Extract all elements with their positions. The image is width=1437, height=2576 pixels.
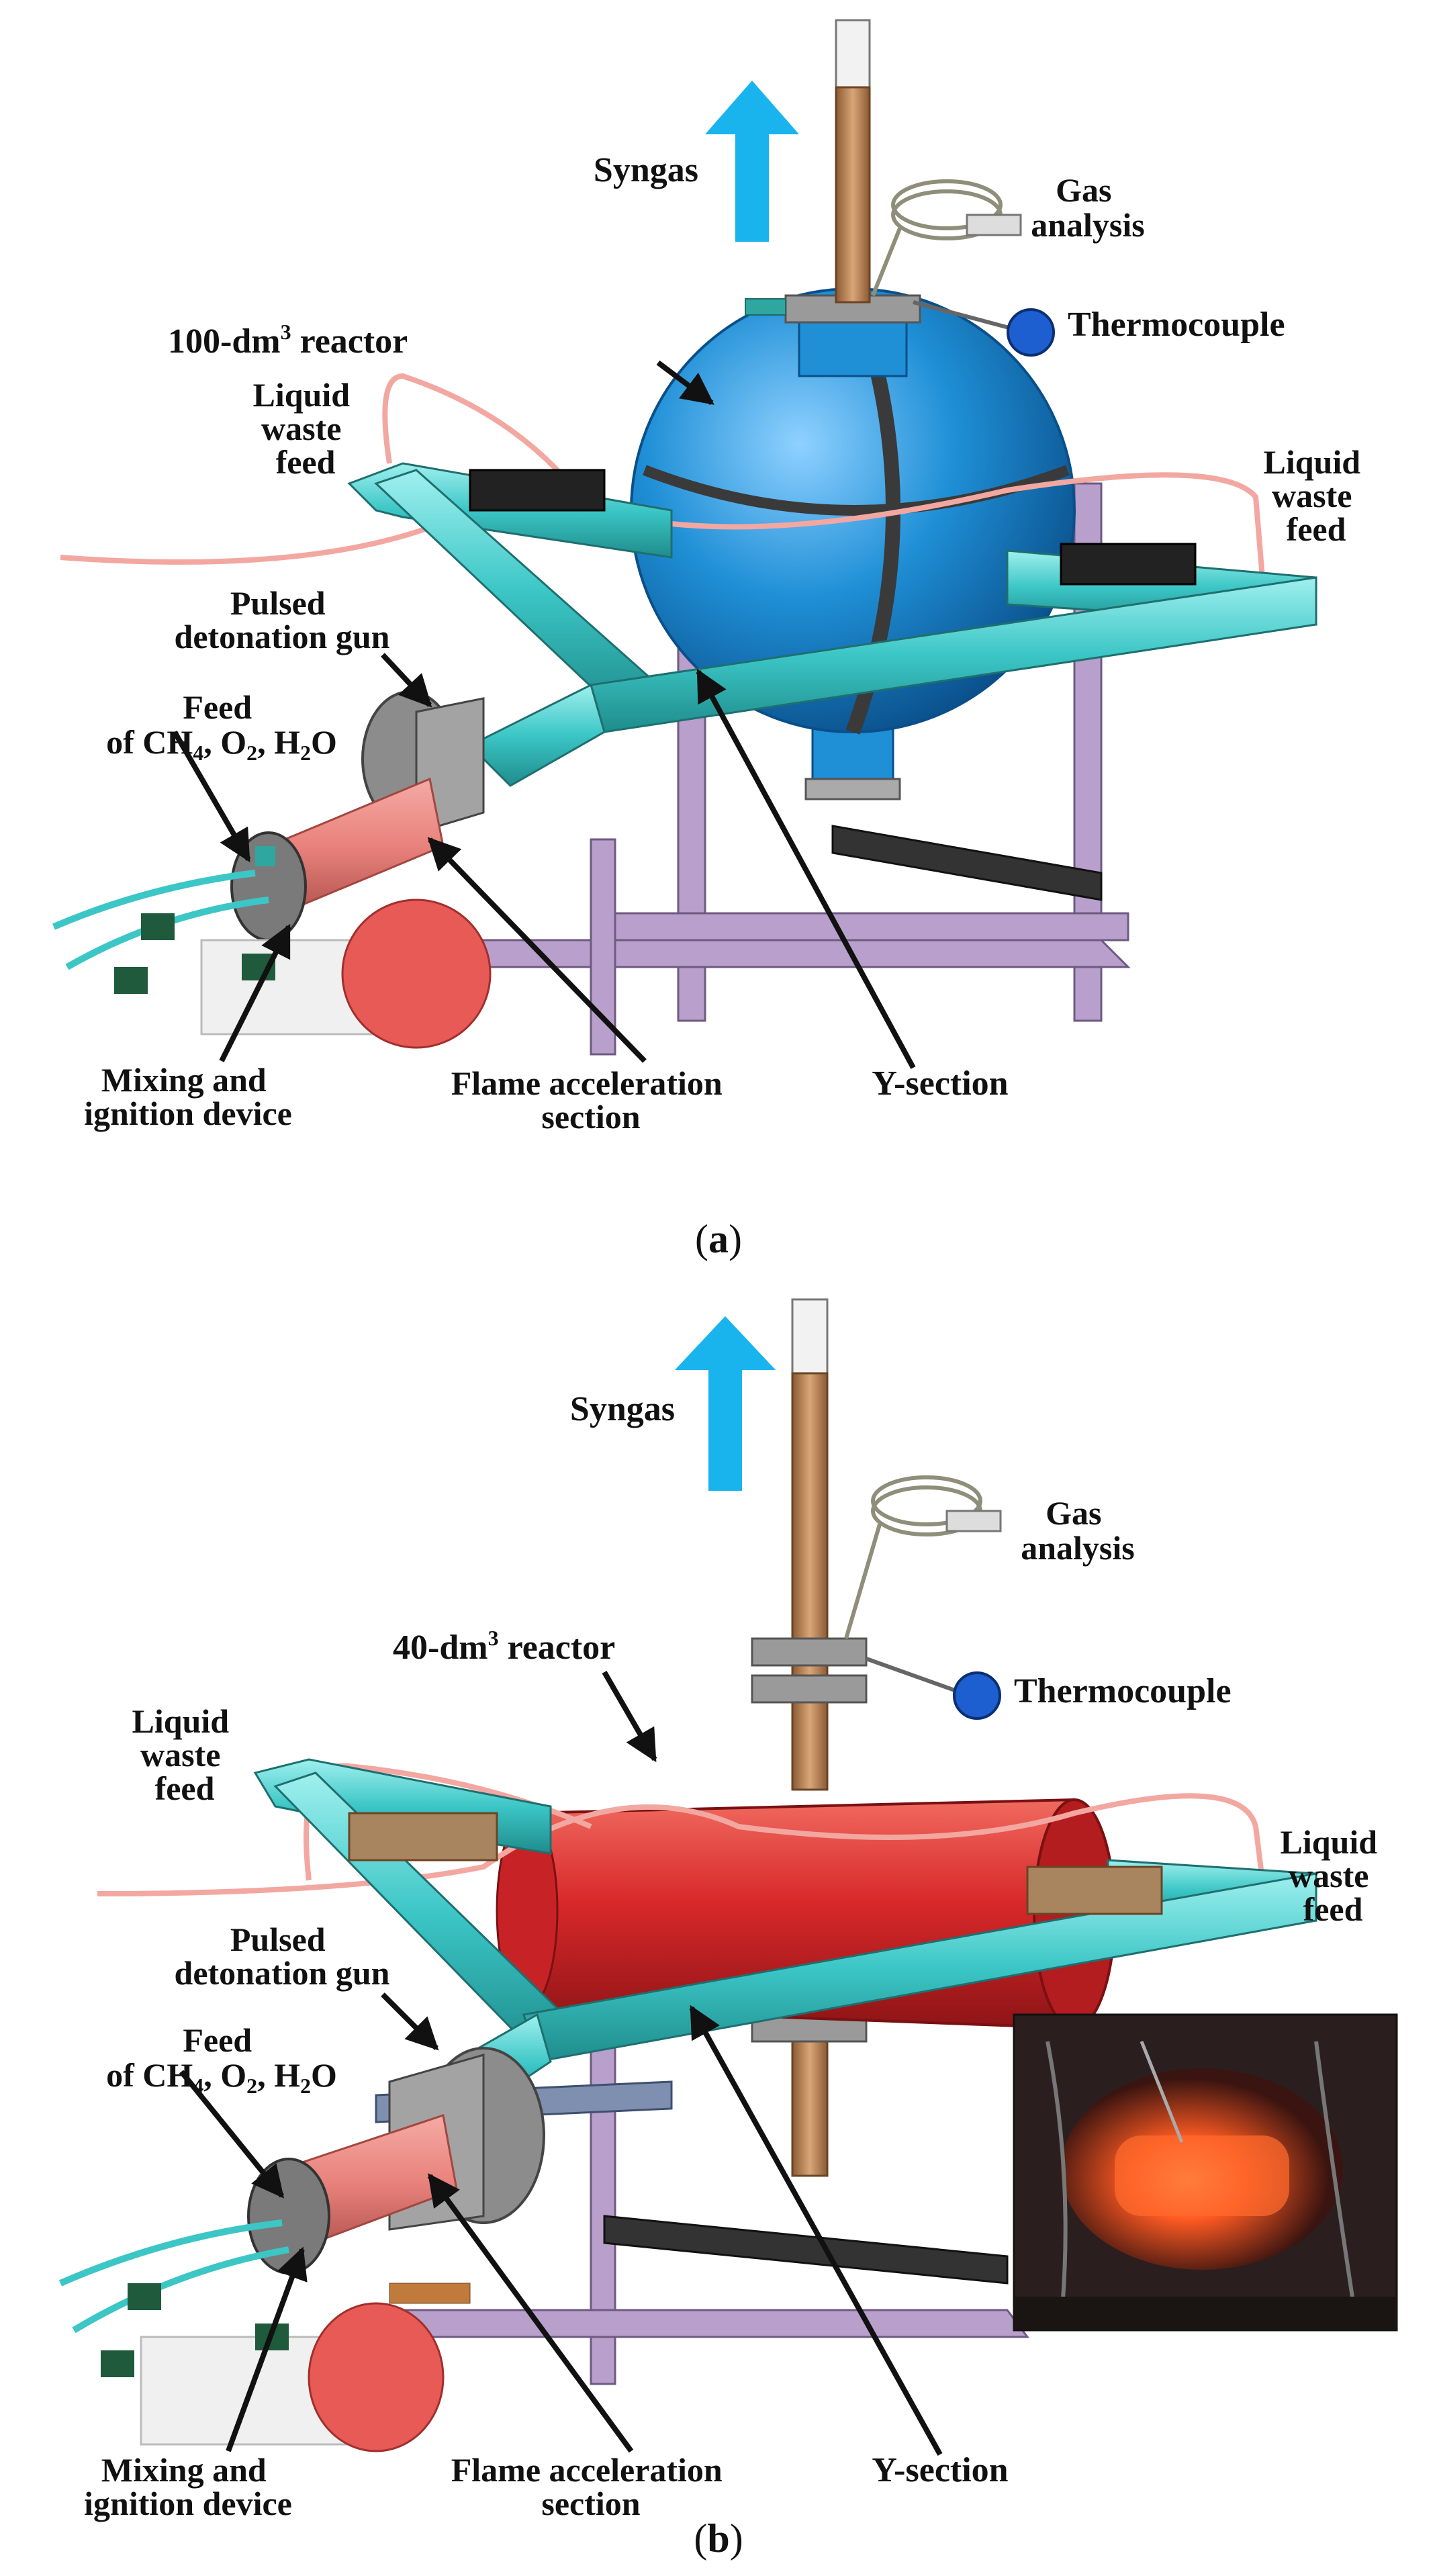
- panel-a: Syngas Gas analysis 100-dm3 reactor Ther…: [52, 19, 1369, 1261]
- label-mixing-ignition: Mixing and ignition device: [84, 2451, 292, 2522]
- label-flame-acceleration: Flame acceleration section: [451, 1064, 731, 1136]
- label-reactor: 40-dm3 reactor: [393, 1626, 615, 1667]
- gas-analysis-probe-b: [844, 1475, 1002, 1639]
- detonation-gun-a: [52, 690, 492, 1049]
- gas-analysis-probe-a: [871, 179, 1022, 297]
- label-thermocouple: Thermocouple: [1068, 306, 1285, 344]
- inset-photo: [1013, 2013, 1398, 2332]
- label-syngas: Syngas: [594, 151, 698, 189]
- syngas-arrow-a: [705, 81, 799, 242]
- thermocouple-a: [913, 300, 1055, 357]
- syngas-tube-a: [835, 19, 871, 304]
- label-pulsed-detonation-gun: Pulsed detonation gun: [175, 584, 390, 655]
- label-feed: Feed of CH4, O2, H2O: [106, 2021, 337, 2098]
- label-feed: Feed of CH4, O2, H2O: [106, 688, 337, 765]
- panel-b: Syngas Gas analysis 40-dm3 reactor Therm…: [58, 1298, 1398, 2561]
- syngas-arrow-b: [675, 1316, 776, 1491]
- label-syngas: Syngas: [570, 1390, 675, 1428]
- label-y-section: Y-section: [872, 1064, 1008, 1103]
- label-flame-acceleration: Flame acceleration section: [451, 2451, 731, 2522]
- labels-b: Syngas Gas analysis 40-dm3 reactor Therm…: [84, 1390, 1385, 2522]
- label-liquid-waste-feed-left: Liquid waste feed: [252, 376, 358, 481]
- liquid-feed-line-b: [97, 1793, 1265, 1896]
- liquid-feed-line-a: [60, 472, 1265, 578]
- teal-pipes-a: [347, 462, 1317, 787]
- label-liquid-waste-feed-right: Liquid waste feed: [1280, 1823, 1385, 1928]
- sphere-reactor: [630, 286, 1076, 800]
- label-y-section: Y-section: [872, 2451, 1008, 2489]
- leader-arrows-b: [179, 1671, 943, 2456]
- syngas-tube-b: [751, 1298, 868, 1791]
- label-liquid-waste-feed-left: Liquid waste feed: [132, 1702, 237, 1807]
- label-thermocouple: Thermocouple: [1014, 1672, 1232, 1710]
- caption-a: (a): [695, 1217, 742, 1261]
- label-reactor: 100-dm3 reactor: [168, 320, 408, 361]
- leader-arrows-a: [172, 360, 916, 1069]
- caption-b: (b): [694, 2516, 743, 2561]
- label-mixing-ignition: Mixing and ignition device: [84, 1061, 292, 1132]
- thermocouple-b: [865, 1657, 1001, 1720]
- label-liquid-waste-feed-right: Liquid waste feed: [1263, 443, 1369, 548]
- label-gas-analysis: Gas analysis: [1031, 171, 1145, 244]
- labels-a: Syngas Gas analysis 100-dm3 reactor Ther…: [84, 151, 1369, 1136]
- label-pulsed-detonation-gun: Pulsed detonation gun: [175, 1921, 390, 1992]
- label-gas-analysis: Gas analysis: [1021, 1494, 1135, 1567]
